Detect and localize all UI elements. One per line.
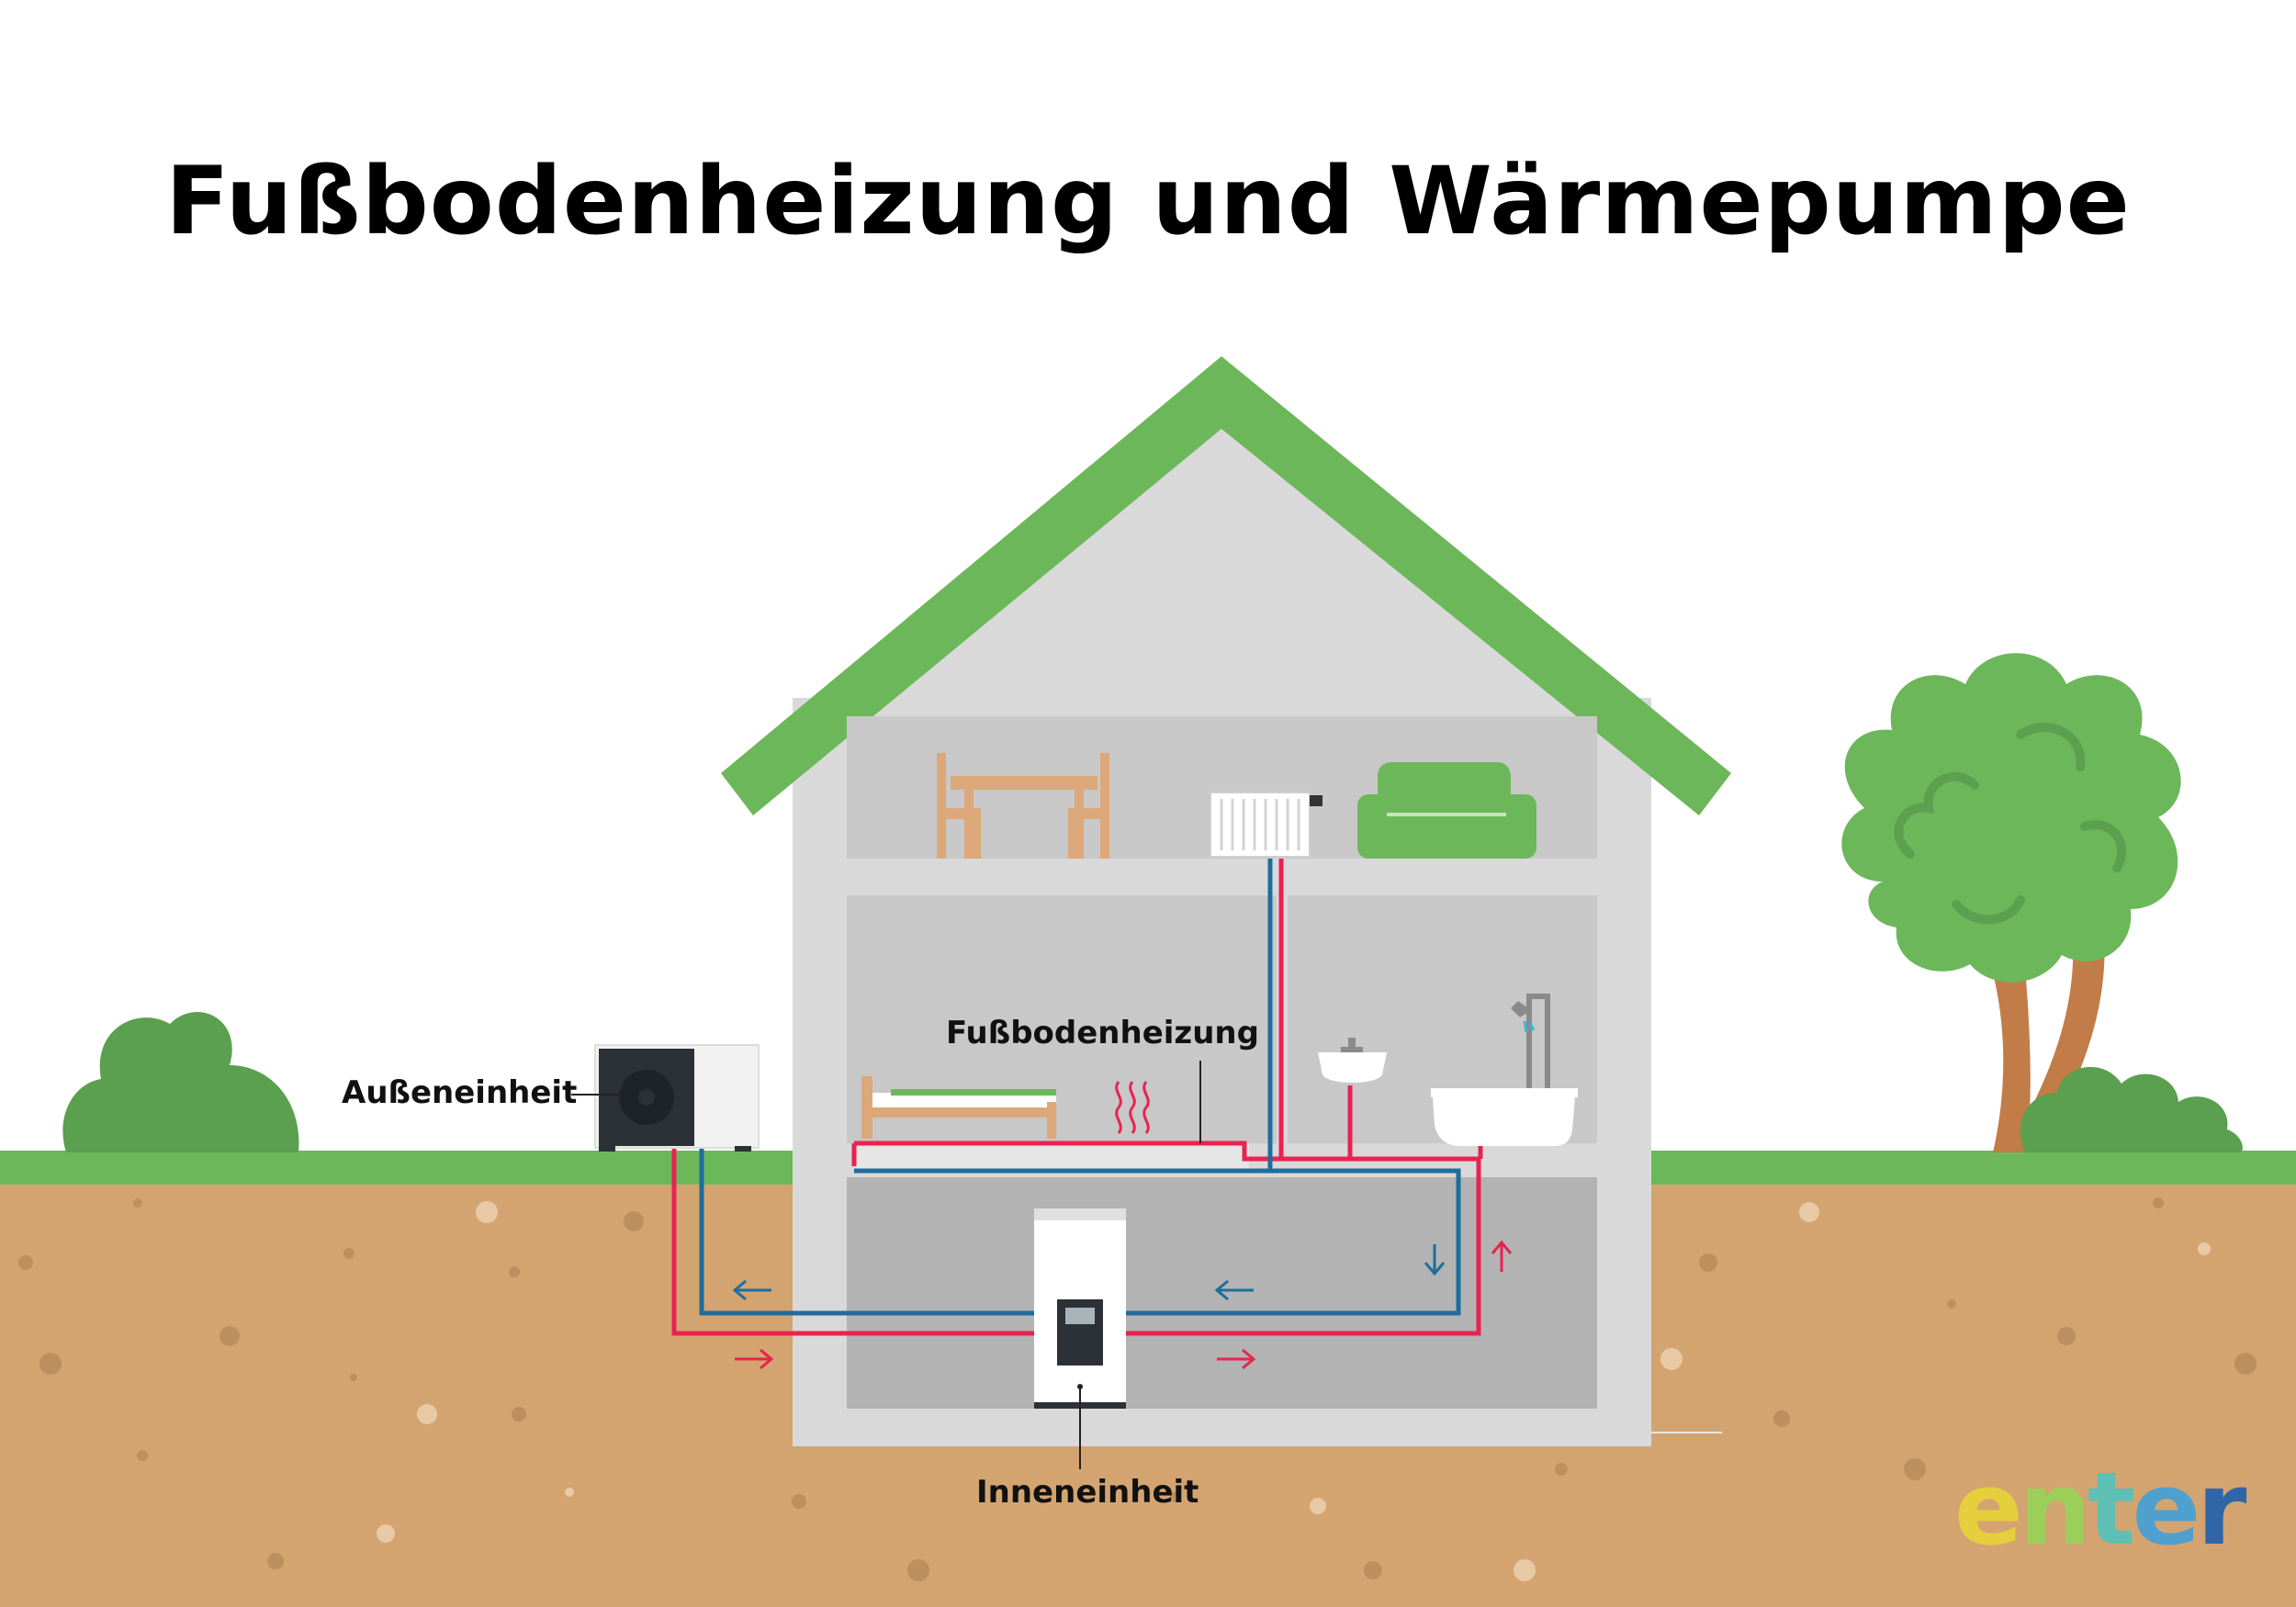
cold-pipe	[699, 859, 1461, 1316]
indoor-unit-label: Inneneinheit	[976, 1474, 1199, 1511]
logo-letter: t	[2087, 1450, 2136, 1568]
bed-icon	[861, 1076, 1056, 1139]
chair-icon	[1068, 753, 1109, 859]
arrow-icon	[732, 1244, 1446, 1301]
indoor-unit-icon	[1034, 1208, 1126, 1409]
house-gable	[793, 427, 1651, 735]
chair-icon	[937, 753, 981, 859]
sofa-icon	[1357, 762, 1536, 859]
table-icon	[951, 776, 1097, 859]
brand-logo: enter	[1954, 1450, 2246, 1568]
soil-light-speckles	[377, 1201, 2211, 1581]
bush-icon	[2020, 1066, 2243, 1152]
bush-icon	[62, 1012, 299, 1152]
heat-waves-icon	[1115, 1081, 1150, 1134]
soil-speckles	[18, 1197, 2257, 1581]
logo-letter: r	[2197, 1450, 2246, 1568]
tree-icon	[1841, 653, 2181, 1152]
floor-heating-label: Fußbodenheizung	[946, 1015, 1259, 1051]
shower-icon	[1511, 994, 1550, 1107]
logo-letter: e	[2132, 1450, 2201, 1568]
page-title: Fußbodenheizung und Wärmepumpe	[165, 147, 2131, 256]
arrow-icon	[735, 1240, 1513, 1370]
sink-icon	[1318, 1038, 1387, 1083]
outdoor-unit-icon	[594, 1044, 760, 1152]
logo-letter: e	[1954, 1450, 2023, 1568]
floor-heating-panel	[854, 1143, 1249, 1173]
radiator-icon	[1210, 792, 1322, 858]
hot-pipe	[671, 859, 1483, 1336]
outdoor-unit-label: Außeneinheit	[342, 1074, 578, 1111]
bathtub-icon	[1431, 1088, 1578, 1146]
logo-letter: n	[2019, 1450, 2091, 1568]
